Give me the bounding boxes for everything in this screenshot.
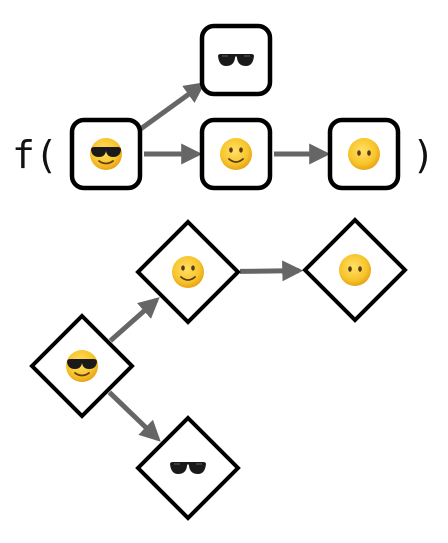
face-without-mouth-icon <box>348 138 380 170</box>
sunglasses-icon <box>218 54 254 66</box>
bottom-graph-node-smile <box>135 219 241 325</box>
face-without-mouth-icon <box>339 254 371 286</box>
smiling-face-with-sunglasses-icon <box>66 350 98 382</box>
bottom-graph-node-input <box>29 313 135 419</box>
function-close-label: ) <box>412 133 435 177</box>
slightly-smiling-face-icon <box>172 256 204 288</box>
node-frame <box>199 23 273 97</box>
sunglasses-icon <box>170 462 206 474</box>
top-graph-node-nomouth <box>327 117 401 191</box>
bottom-graph-node-nomouth <box>302 217 408 323</box>
top-graph-node-glasses <box>199 23 273 97</box>
smiling-face-with-sunglasses-icon <box>90 138 122 170</box>
nodes-layer <box>29 23 408 521</box>
top-graph-node-input <box>69 117 143 191</box>
slightly-smiling-face-icon <box>220 138 252 170</box>
top-graph-node-smile <box>199 117 273 191</box>
function-open-label: f( <box>12 133 58 177</box>
bottom-graph-edge-arrow-0 <box>108 297 160 343</box>
top-graph-edge-arrow-0 <box>136 82 206 133</box>
bottom-graph-edge-arrow-1 <box>107 390 161 442</box>
edges-layer <box>107 82 331 442</box>
node-frame <box>135 415 241 521</box>
bottom-graph-edge-arrow-2 <box>239 260 304 282</box>
bottom-graph-node-glasses <box>135 415 241 521</box>
